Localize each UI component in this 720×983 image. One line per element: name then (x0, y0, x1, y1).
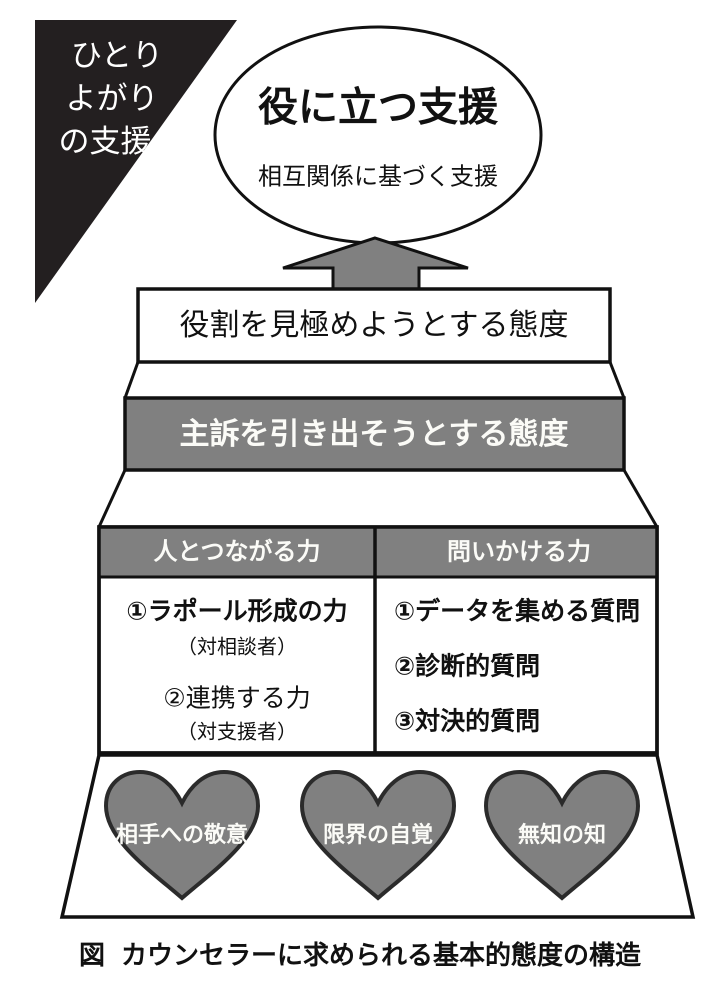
foundation-heart-0[interactable]: 相手への敬意 (103, 769, 261, 901)
up-arrow-icon (282, 236, 469, 294)
heart-shape (299, 769, 457, 901)
pyramid-connectors (97, 361, 659, 528)
skills-column-0[interactable]: 人とつながる力 ①ラポール形成の力 （対相談者） ②連携する力 （対支援者） (126, 537, 347, 743)
level-role-box[interactable] (136, 287, 612, 364)
foundation-heart-1-label: 限界の自覚 (323, 822, 433, 847)
skills-column-1-header: 問いかける力 (447, 538, 591, 565)
skills-column-0-item-1-sub: （対支援者） (177, 720, 297, 743)
foundation-heart-2[interactable]: 無知の知 (483, 769, 641, 901)
warning-triangle-shape (35, 20, 237, 303)
level-complaint-label: 主訴を引き出そうとする態度 (179, 417, 568, 451)
heart-shape (483, 769, 641, 901)
goal-ellipse-subtitle: 相互関係に基づく支援 (258, 163, 498, 190)
figure-caption-prefix: 図 (78, 939, 105, 970)
skills-column-0-header: 人とつながる力 (153, 537, 320, 565)
warning-triangle-line-3: の支援 (59, 124, 152, 159)
skills-column-1-item-0-main: ①データを集める質問 (394, 597, 640, 626)
skills-column-0-item-0-sub: （対相談者） (177, 635, 297, 658)
figure-caption-text: カウンセラーに求められる基本的態度の構造 (121, 939, 642, 970)
level-complaint[interactable]: 主訴を引き出そうとする態度 (123, 396, 626, 472)
skills-column-1[interactable]: 問いかける力 ①データを集める質問 ②診断的質問 ③対決的質問 (394, 538, 640, 735)
figure-caption: 図 カウンセラーに求められる基本的態度の構造 (0, 928, 720, 978)
skills-table[interactable]: 人とつながる力 ①ラポール形成の力 （対相談者） ②連携する力 （対支援者） 問… (97, 525, 659, 755)
foundation-heart-2-label: 無知の知 (518, 822, 606, 847)
connector-right-1 (608, 361, 626, 399)
level-role[interactable]: 役割を見極めようとする態度 (136, 287, 612, 364)
foundation-base: 相手への敬意 限界の自覚 無知の知 (59, 753, 696, 919)
skills-table-outline (97, 525, 659, 755)
connector-left-1 (123, 361, 140, 399)
warning-triangle-line-2: よがり (66, 81, 159, 116)
goal-ellipse-title: 役に立つ支援 (258, 86, 499, 130)
foundation-heart-0-label: 相手への敬意 (116, 822, 248, 847)
level-role-label: 役割を見極めようとする態度 (179, 309, 568, 342)
connector-right-2 (622, 469, 659, 528)
skills-column-0-item-0-main: ①ラポール形成の力 (126, 597, 347, 626)
level-complaint-box[interactable] (123, 396, 626, 472)
heart-shape (103, 769, 261, 901)
foundation-heart-1[interactable]: 限界の自覚 (299, 769, 457, 901)
skills-column-1-item-2-main: ③対決的質問 (394, 707, 540, 736)
connector-left-2 (97, 469, 127, 528)
skills-table-header-band (99, 527, 657, 577)
goal-ellipse-shape (213, 25, 543, 245)
warning-triangle-line-1: ひとり (71, 38, 163, 73)
skills-column-0-item-1-main: ②連携する力 (163, 685, 310, 713)
goal-ellipse: 役に立つ支援 相互関係に基づく支援 (213, 25, 543, 245)
warning-triangle: ひとり よがり の支援 (35, 20, 237, 303)
skills-column-1-item-1-main: ②診断的質問 (394, 652, 540, 681)
